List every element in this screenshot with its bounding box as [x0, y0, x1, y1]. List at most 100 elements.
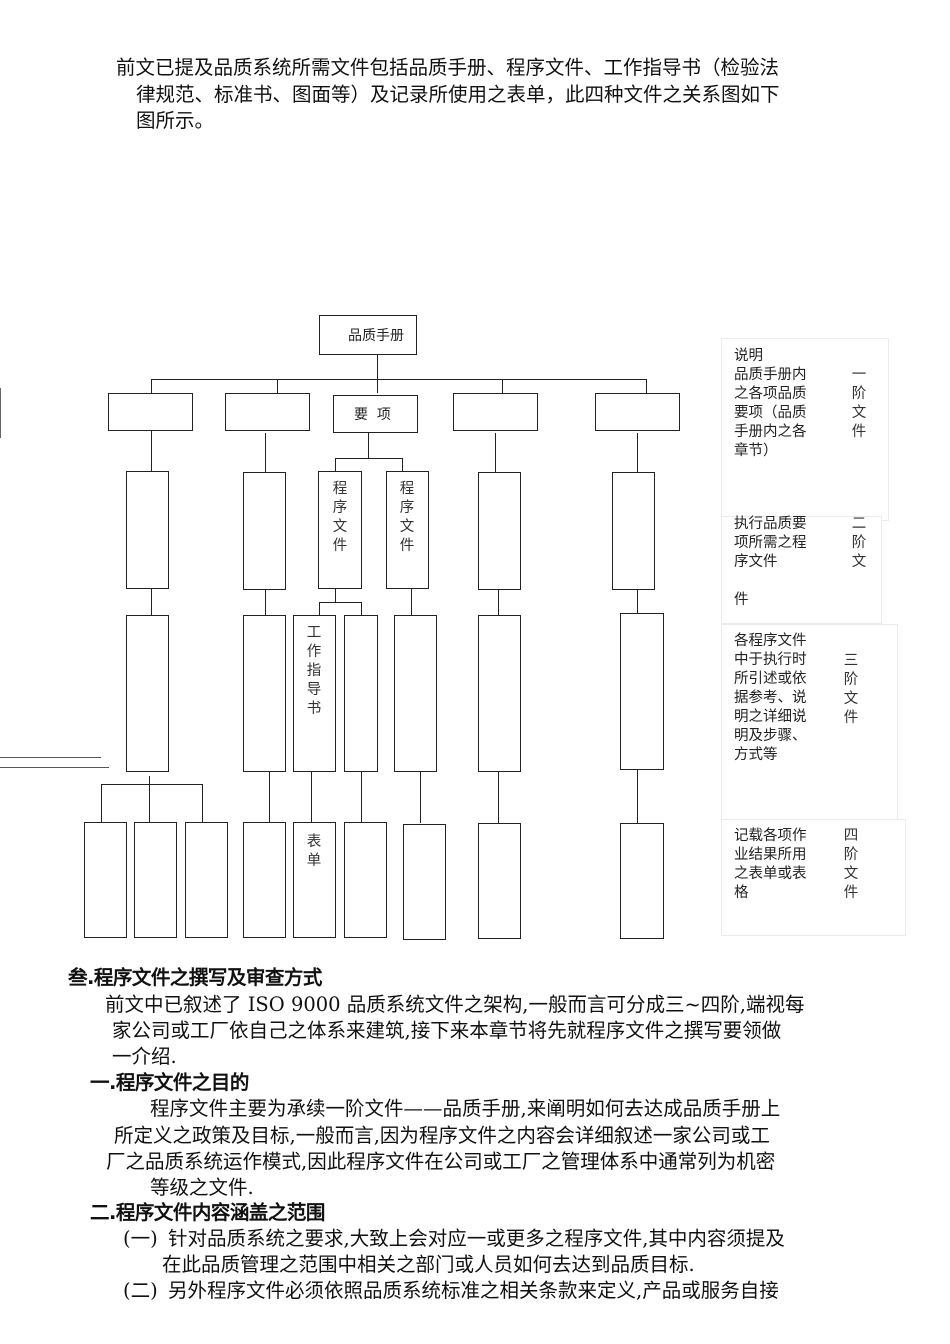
level-1-text: 说明 品质手册内 之各项品质 要项（品质 手册内之各 章节） — [734, 348, 807, 459]
connector — [411, 589, 412, 615]
level2-box-5 — [478, 472, 521, 590]
subsection-2-title: 二.程序文件内容涵盖之范围 — [90, 1201, 325, 1224]
list-item-line: 针对品质系统之要求,大致上会对应一或更多之程序文件,其中内容须提及 — [168, 1227, 785, 1250]
list-item-line: 在此品质管理之范围中相关之部门或人员如何去达到品质目标. — [162, 1253, 695, 1276]
connector — [151, 431, 152, 472]
intro-line-3: 图所示。 — [136, 109, 215, 132]
subsection-1-line-4: 等级之文件. — [150, 1176, 254, 1199]
intro-line-2: 律规范、标准书、图面等）及记录所使用之表单，此四种文件之关系图如下 — [136, 83, 780, 106]
list-item-marker: (二) — [123, 1279, 158, 1302]
procedure-label-2: 程 序 文 件 — [399, 481, 415, 554]
edge-artifact-line — [0, 767, 109, 768]
section-3-intro-line-3: 一介绍. — [112, 1045, 177, 1068]
connector — [377, 355, 378, 393]
level1-box-5 — [595, 393, 680, 431]
connector — [151, 379, 647, 380]
level4-box-2 — [134, 822, 177, 938]
connector — [361, 602, 362, 615]
intro-line-1: 前文已提及品质系统所需文件包括品质手册、程序文件、工作指导书（检验法 — [116, 56, 780, 79]
edge-artifact-line — [0, 757, 101, 758]
subsection-1-line-3: 厂之品质系统运作模式,因此程序文件在公司或工厂之管理体系中通常列为机密 — [106, 1150, 776, 1173]
connector — [101, 784, 202, 785]
level1-box-2 — [225, 393, 310, 431]
level4-box-8 — [478, 823, 521, 939]
form-label: 表 单 — [306, 834, 322, 869]
connector — [498, 772, 499, 823]
level1-box-key-items: 要 项 — [333, 395, 418, 433]
connector — [319, 602, 320, 615]
connector — [335, 458, 402, 459]
connector — [265, 590, 266, 615]
connector — [361, 772, 362, 823]
connector — [495, 433, 496, 473]
level1-box-4 — [453, 393, 538, 431]
level4-box-4 — [243, 822, 286, 938]
connector — [402, 458, 403, 472]
level-3-text: 各程序文件 中于执行时 所引述或依 据参考、说 明之详细说 明及步骤、 方式等 — [734, 633, 807, 763]
connector — [151, 589, 152, 615]
subsection-1-title: 一.程序文件之目的 — [90, 1071, 249, 1094]
connector — [637, 590, 638, 614]
level3-box-7 — [620, 613, 664, 770]
connector — [202, 784, 203, 823]
level-4-text: 记载各项作 业结果所用 之表单或表 格 — [734, 828, 807, 901]
connector — [368, 433, 369, 458]
connector — [319, 602, 361, 603]
level-2-tag: 二 阶 文 — [851, 516, 867, 570]
level3-box-4 — [344, 615, 378, 772]
level2-box-6 — [612, 472, 655, 590]
level-3-tag: 三 阶 文 件 — [843, 653, 859, 726]
connector — [637, 433, 638, 473]
level-2-text: 执行品质要 项所需之程 序文件 件 — [734, 516, 807, 608]
level-4-tag: 四 阶 文 件 — [843, 828, 859, 901]
level2-box-procedure-2: 程 序 文 件 — [386, 471, 429, 589]
connector — [265, 433, 266, 473]
key-item-label: 要 项 — [354, 407, 391, 423]
level3-box-5 — [394, 615, 437, 772]
root-label: 品质手册 — [348, 328, 404, 344]
work-instruction-label: 工 作 指 导 书 — [306, 625, 322, 717]
connector — [420, 772, 421, 823]
level1-box-1 — [108, 393, 193, 431]
connector — [277, 379, 278, 393]
level-1-description: 说明 品质手册内 之各项品质 要项（品质 手册内之各 章节） 一 阶 文 件 — [721, 338, 889, 521]
list-item-marker: (一) — [123, 1227, 158, 1250]
edge-artifact-line — [0, 388, 1, 438]
list-item-line: 另外程序文件必须依照品质系统标准之相关条款来定义,产品或服务自接 — [168, 1279, 779, 1302]
section-3-intro-line-1: 前文中已叙述了 ISO 9000 品质系统文件之架构,一般而言可分成三~四阶,端… — [105, 993, 805, 1016]
section-3-title: 叁.程序文件之撰写及审查方式 — [68, 966, 322, 989]
level-3-description: 各程序文件 中于执行时 所引述或依 据参考、说 明之详细说 明及步骤、 方式等 … — [721, 624, 898, 820]
procedure-label-1: 程 序 文 件 — [332, 481, 348, 554]
connector — [498, 590, 499, 615]
connector — [335, 589, 336, 602]
level4-box-1 — [84, 822, 127, 938]
level-2-description: 执行品质要 项所需之程 序文件 件 二 阶 文 — [721, 516, 882, 624]
connector — [151, 379, 152, 393]
level2-box-2 — [243, 472, 286, 590]
level3-box-6 — [478, 615, 521, 772]
connector — [637, 770, 638, 823]
level4-box-9 — [620, 823, 664, 939]
level-1-tag: 一 阶 文 件 — [851, 367, 867, 440]
connector — [149, 776, 150, 823]
connector — [502, 379, 503, 393]
connector — [101, 784, 102, 823]
subsection-1-line-2: 所定义之政策及目标,一般而言,因为程序文件之内容会详细叙述一家公司或工 — [114, 1124, 770, 1147]
level2-box-procedure-1: 程 序 文 件 — [318, 471, 362, 589]
subsection-1-line-1: 程序文件主要为承续一阶文件——品质手册,来阐明如何去达成品质手册上 — [150, 1097, 781, 1120]
level4-box-form: 表 单 — [293, 822, 336, 938]
level3-box-1 — [126, 615, 169, 772]
level4-box-3 — [185, 822, 228, 938]
connector — [335, 458, 336, 472]
root-box-quality-manual: 品质手册 — [319, 315, 417, 355]
level2-box-1 — [126, 471, 169, 589]
level-4-description: 记载各项作 业结果所用 之表单或表 格 四 阶 文 件 — [721, 819, 906, 936]
level4-box-7 — [403, 824, 446, 940]
level3-box-2 — [243, 615, 286, 772]
level3-box-work-instruction: 工 作 指 导 书 — [293, 615, 336, 772]
connector — [646, 379, 647, 393]
connector — [269, 772, 270, 823]
level4-box-6 — [344, 822, 387, 938]
connector — [311, 772, 312, 823]
section-3-intro-line-2: 家公司或工厂依自己之体系来建筑,接下来本章节将先就程序文件之撰写要领做 — [112, 1019, 782, 1042]
